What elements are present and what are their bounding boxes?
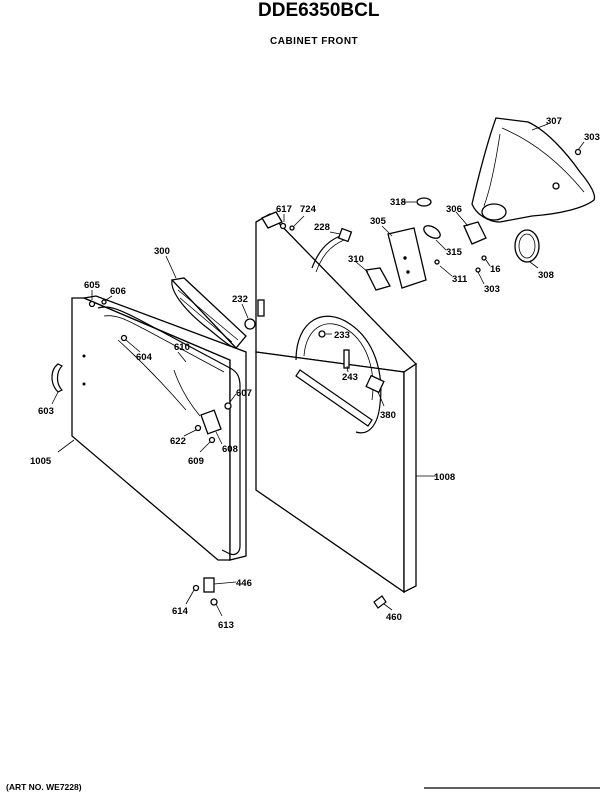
door-opening [295,315,382,434]
lower-panel-1008 [255,351,405,594]
callout-617: 617 [276,204,292,215]
door-assembly [51,295,247,606]
screw-617 [279,222,287,230]
screw-303-upper [574,148,582,156]
thermostat-318 [416,197,432,207]
callout-607: 607 [236,388,252,399]
callout-622: 622 [170,436,186,447]
leader-lines [51,123,585,617]
callout-724: 724 [300,204,317,215]
art-number: (ART NO. WE7228) [6,782,82,792]
callout-1005: 1005 [30,456,52,467]
knob-380 [365,374,385,394]
callout-318: 318 [390,197,406,208]
callout-311: 311 [452,274,468,285]
model-number-title: DDE6350BCL [258,0,380,21]
screw-16 [481,255,487,261]
screw-606 [101,299,107,305]
callout-243: 243 [342,372,358,383]
door-gasket-610 [97,306,241,556]
callout-310: 310 [348,254,364,265]
section-title: CABINET FRONT [270,36,358,47]
callout-308: 308 [538,270,554,281]
screw-614 [192,584,200,592]
callout-605: 605 [84,280,101,291]
callout-606: 606 [110,286,126,297]
callout-16: 16 [490,264,501,275]
screw-613 [210,598,218,606]
callout-303-lower: 303 [484,284,500,295]
callout-604: 604 [136,352,153,363]
callout-380: 380 [380,410,396,421]
callout-603: 603 [38,406,54,417]
callout-303-upper: 303 [584,132,600,143]
callout-232: 232 [232,294,248,305]
clip-460 [373,595,387,609]
cabinet-front-assembly [255,211,418,609]
switch-243 [343,349,350,369]
callout-305: 305 [370,216,387,227]
fuse-315 [423,225,441,239]
switch-bracket-310 [365,267,391,291]
screw-303-lower [475,267,481,273]
screw-605 [88,300,96,308]
shield-300 [170,277,247,349]
callout-307: 307 [546,116,562,127]
hinge-446 [203,577,215,593]
nut-233 [318,330,326,338]
lower-panel-side [403,362,417,594]
callout-614: 614 [172,606,189,617]
screw-609 [208,436,216,444]
door-edge [81,295,247,561]
clip-604 [120,334,128,342]
bracket-305 [387,227,427,289]
callout-315: 315 [446,247,463,258]
screw-622 [194,424,202,432]
screw-311 [434,259,440,265]
screw-607 [224,402,232,410]
callout-233: 233 [334,330,350,341]
callout-228: 228 [314,222,330,233]
door-handle-603 [51,363,64,393]
callout-1008: 1008 [434,472,455,483]
callout-613: 613 [218,620,234,631]
callout-460: 460 [386,612,402,623]
screw-724 [289,225,295,231]
callout-610: 610 [174,342,190,353]
lamp-232 [244,318,256,330]
callout-labels: 307 303 318 306 305 315 308 310 311 303 … [30,116,600,631]
callout-300: 300 [154,246,170,257]
callout-609: 609 [188,456,204,467]
duct-307 [471,117,596,223]
callout-306: 306 [446,204,462,215]
callout-608: 608 [222,444,238,455]
hinge-608 [200,409,222,435]
upper-right-parts [365,117,596,291]
wire-harness-228 [311,235,341,269]
light-shield-assembly [170,277,256,349]
callout-446: 446 [236,578,252,589]
bracket-306 [463,221,487,245]
